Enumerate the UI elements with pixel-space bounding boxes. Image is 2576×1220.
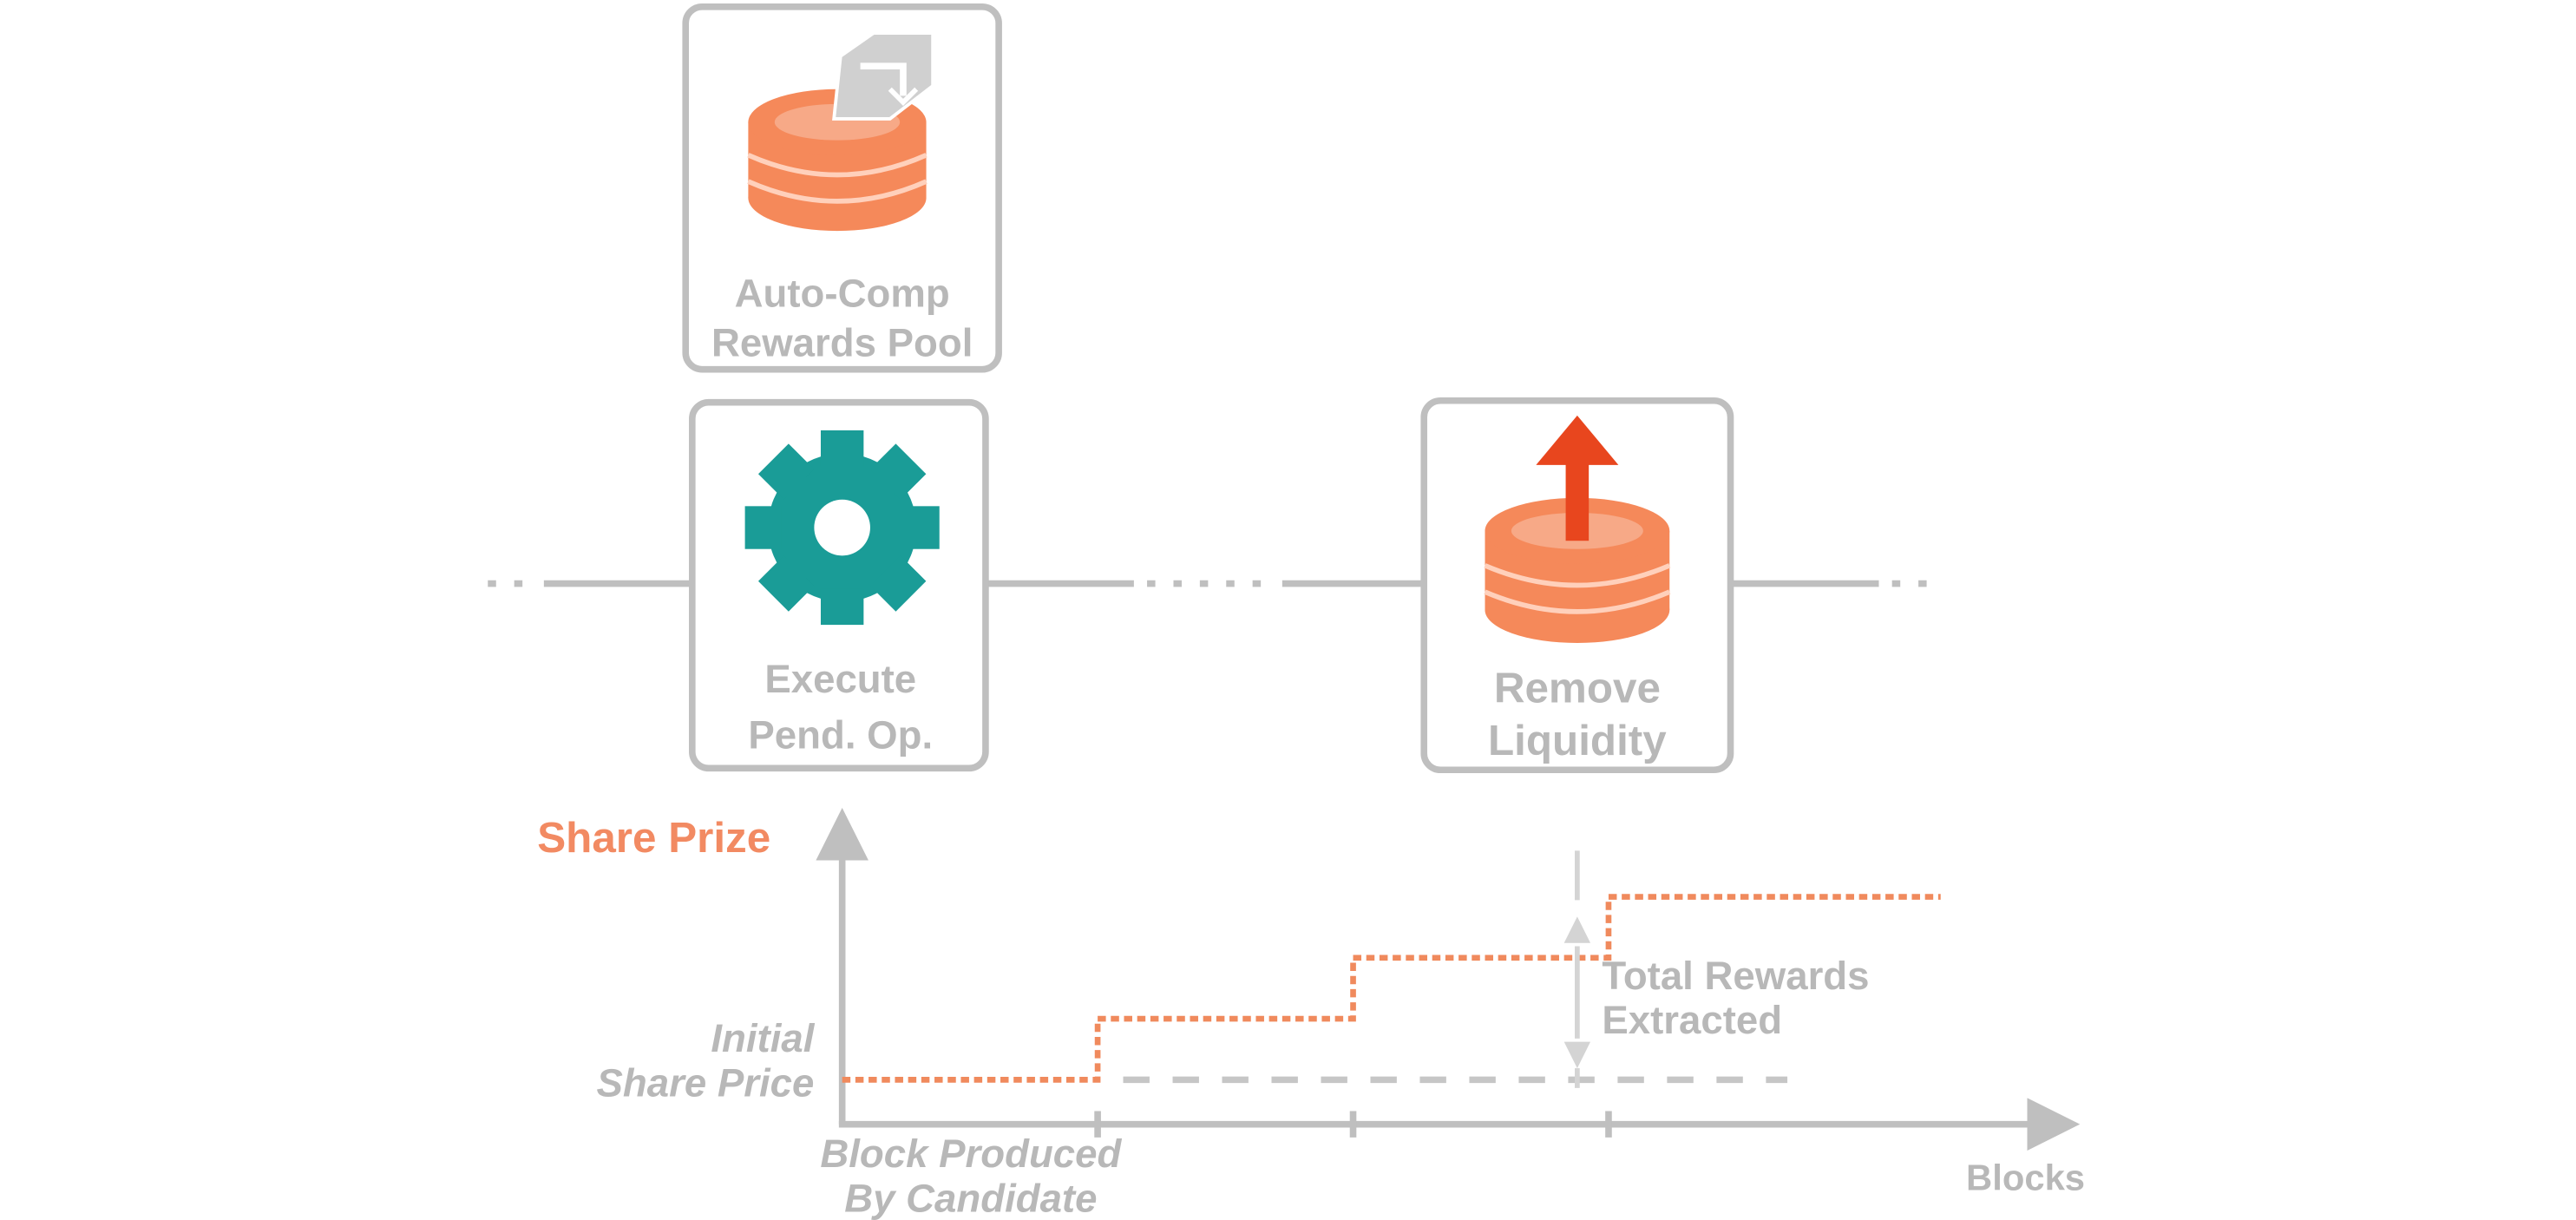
auto-comp-label-line2: Rewards Pool — [711, 320, 973, 364]
remove-label-line1: Remove — [1494, 664, 1661, 712]
coin-stack-with-compound-icon — [747, 31, 935, 232]
x-axis-label: Blocks — [1966, 1158, 2085, 1198]
total-rewards-extracted-bracket — [1563, 850, 1591, 1088]
x-axis-ticks — [1094, 1111, 1612, 1138]
block-produced-label-line2: By Candidate — [844, 1176, 1097, 1220]
total-rewards-label-line2: Extracted — [1602, 998, 1782, 1042]
share-price-chart: Share Prize Initial Share Price Block Pr… — [537, 807, 2085, 1220]
auto-comp-label-line1: Auto-Comp — [735, 271, 950, 315]
up-arrow-icon — [1536, 415, 1619, 541]
execute-label-line1: Execute — [764, 657, 916, 701]
compound-arrows-icon — [832, 31, 935, 121]
initial-share-price-label-line1: Initial — [711, 1016, 815, 1060]
initial-share-price-label-line2: Share Price — [597, 1060, 815, 1105]
auto-comp-rewards-pool-box: Auto-Comp Rewards Pool — [682, 3, 1002, 373]
remove-label-line2: Liquidity — [1488, 717, 1667, 764]
remove-liquidity-box: Remove Liquidity — [1420, 397, 1734, 774]
execute-pending-op-box: Execute Pend. Op. — [689, 398, 989, 772]
total-rewards-label-line1: Total Rewards — [1602, 954, 1869, 998]
y-axis-label: Share Prize — [537, 814, 770, 862]
coin-stack-with-up-arrow-icon — [1484, 415, 1671, 643]
block-produced-label-line1: Block Produced — [820, 1131, 1122, 1176]
share-price-step-line — [842, 894, 1941, 1083]
gear-icon — [744, 430, 940, 626]
execute-label-line2: Pend. Op. — [748, 713, 933, 758]
